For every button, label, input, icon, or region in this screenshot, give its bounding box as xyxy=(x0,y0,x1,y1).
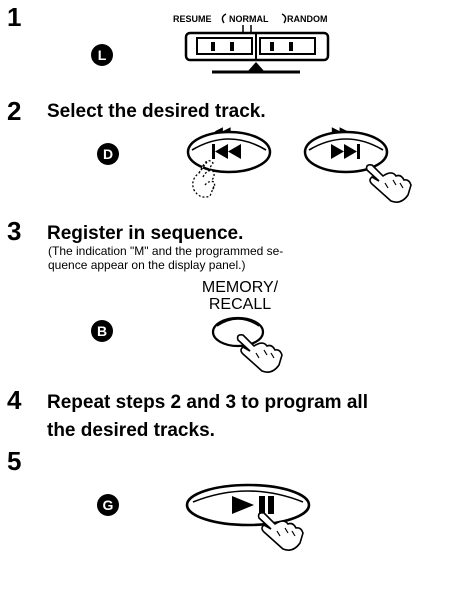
step-3-marker: B xyxy=(91,320,113,342)
step-5-marker: G xyxy=(97,494,119,516)
finger-press-icon xyxy=(236,334,283,373)
step-2-title: Select the desired track. xyxy=(47,101,266,122)
step-1-marker: L xyxy=(91,44,113,66)
step-4-title-line-2: the desired tracks. xyxy=(47,420,215,441)
step-4-title-line-1: Repeat steps 2 and 3 to program all xyxy=(47,392,368,413)
step-1-number: 1 xyxy=(7,2,22,32)
memory-recall-label-line-1: MEMORY/ xyxy=(201,279,279,296)
step-5-number: 5 xyxy=(7,446,22,476)
memory-recall-label-line-2: RECALL xyxy=(208,296,272,313)
mode-switch-resume-label: RESUME xyxy=(173,14,212,24)
step-2-number: 2 xyxy=(7,96,22,126)
step-3-note-line-2: quence appear on the display panel.) xyxy=(48,258,246,272)
step-3-number: 3 xyxy=(7,216,22,246)
finger-press-icon xyxy=(365,164,412,203)
memory-recall-button-icon[interactable] xyxy=(0,0,474,400)
mode-switch-icon[interactable] xyxy=(0,0,474,100)
step-3-title: Register in sequence. xyxy=(47,223,244,244)
mode-switch-normal-label: NORMAL xyxy=(229,14,269,24)
finger-press-icon xyxy=(192,160,216,198)
step-3-note-line-1: (The indication "M" and the programmed s… xyxy=(48,244,284,258)
skip-forward-button-icon[interactable] xyxy=(0,0,474,260)
step-4-number: 4 xyxy=(7,385,22,415)
step-2-marker: D xyxy=(97,143,119,165)
mode-switch-random-label: RANDOM xyxy=(287,14,328,24)
